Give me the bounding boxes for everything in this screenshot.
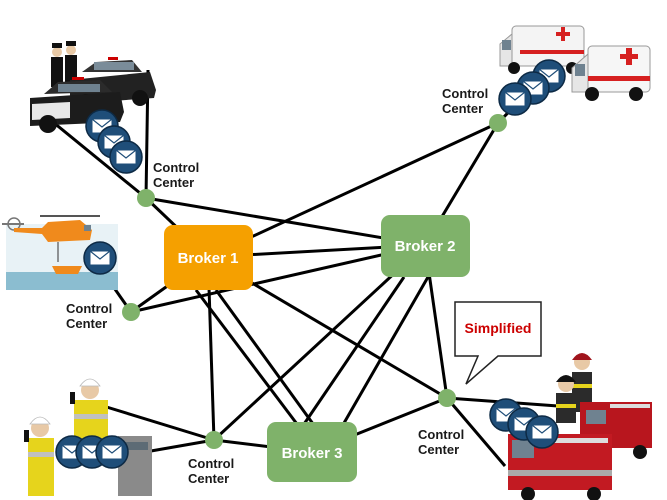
ambulance-unit <box>498 25 651 116</box>
broker-1[interactable]: Broker 1 <box>164 225 253 290</box>
police-unit <box>30 41 156 174</box>
workers-unit <box>24 378 152 496</box>
broker-2-label: Broker 2 <box>395 238 456 255</box>
cc-workers-label-line1: Control <box>188 456 234 471</box>
link-broker2-broker3-a <box>298 276 406 431</box>
link-broker2-broker3-b <box>338 276 430 431</box>
callout-text: Simplified <box>465 320 532 336</box>
control-center-police-node[interactable] <box>137 189 155 207</box>
worker-with-radio-icon <box>70 378 108 440</box>
cc-police-label-line2: Center <box>153 175 194 190</box>
cc-workers-label-line2: Center <box>188 471 229 486</box>
envelope-icon <box>83 241 117 275</box>
cc-ambulance-label-line1: Control <box>442 86 488 101</box>
envelope-icon <box>109 140 143 174</box>
broker-2[interactable]: Broker 2 <box>381 215 470 277</box>
fire-unit <box>489 353 652 500</box>
link-cc-workers-unit1 <box>99 403 215 442</box>
connection-lines <box>47 69 559 467</box>
link-cc-police-car2 <box>47 116 147 200</box>
cc-ambulance-label-line2: Center <box>442 101 483 116</box>
cc-fire-label-line1: Control <box>418 427 464 442</box>
fire-truck-icon <box>508 434 612 500</box>
ambulance-icon <box>499 25 585 74</box>
ambulance-icon <box>571 45 651 101</box>
envelope-icon <box>95 435 129 469</box>
control-center-workers-node[interactable] <box>205 431 223 449</box>
broker-3[interactable]: Broker 3 <box>267 422 357 482</box>
simplified-callout: Simplified <box>454 301 542 385</box>
link-broker1-broker3-b <box>214 289 318 429</box>
link-cc-fire-unit2 <box>445 397 507 467</box>
control-center-fire-node[interactable] <box>438 389 456 407</box>
link-cc-workers-broker2 <box>212 243 427 442</box>
broker-1-label: Broker 1 <box>178 250 239 267</box>
cc-helicopter-label-line1: Control <box>66 301 112 316</box>
cc-police-label-line1: Control <box>153 160 199 175</box>
link-broker1-broker3-a <box>194 289 302 429</box>
rescue-helicopter-icon <box>2 215 100 262</box>
control-center-labels: Control Center Control Center Control Ce… <box>66 86 488 486</box>
control-center-nodes <box>122 114 507 449</box>
envelope-icon <box>525 415 559 449</box>
link-cc-helicopter-broker2 <box>130 243 426 314</box>
lifeboat-icon <box>52 266 82 274</box>
helicopter-unit <box>2 215 118 290</box>
worker-with-radio-icon <box>24 416 54 496</box>
cc-helicopter-label-line2: Center <box>66 316 107 331</box>
control-center-ambulance-node[interactable] <box>489 114 507 132</box>
cc-fire-label-line2: Center <box>418 442 459 457</box>
broker-3-label: Broker 3 <box>282 445 343 462</box>
control-center-helicopter-node[interactable] <box>122 303 140 321</box>
link-cc-ambulance-broker1 <box>207 121 499 259</box>
envelope-icon <box>498 82 532 116</box>
